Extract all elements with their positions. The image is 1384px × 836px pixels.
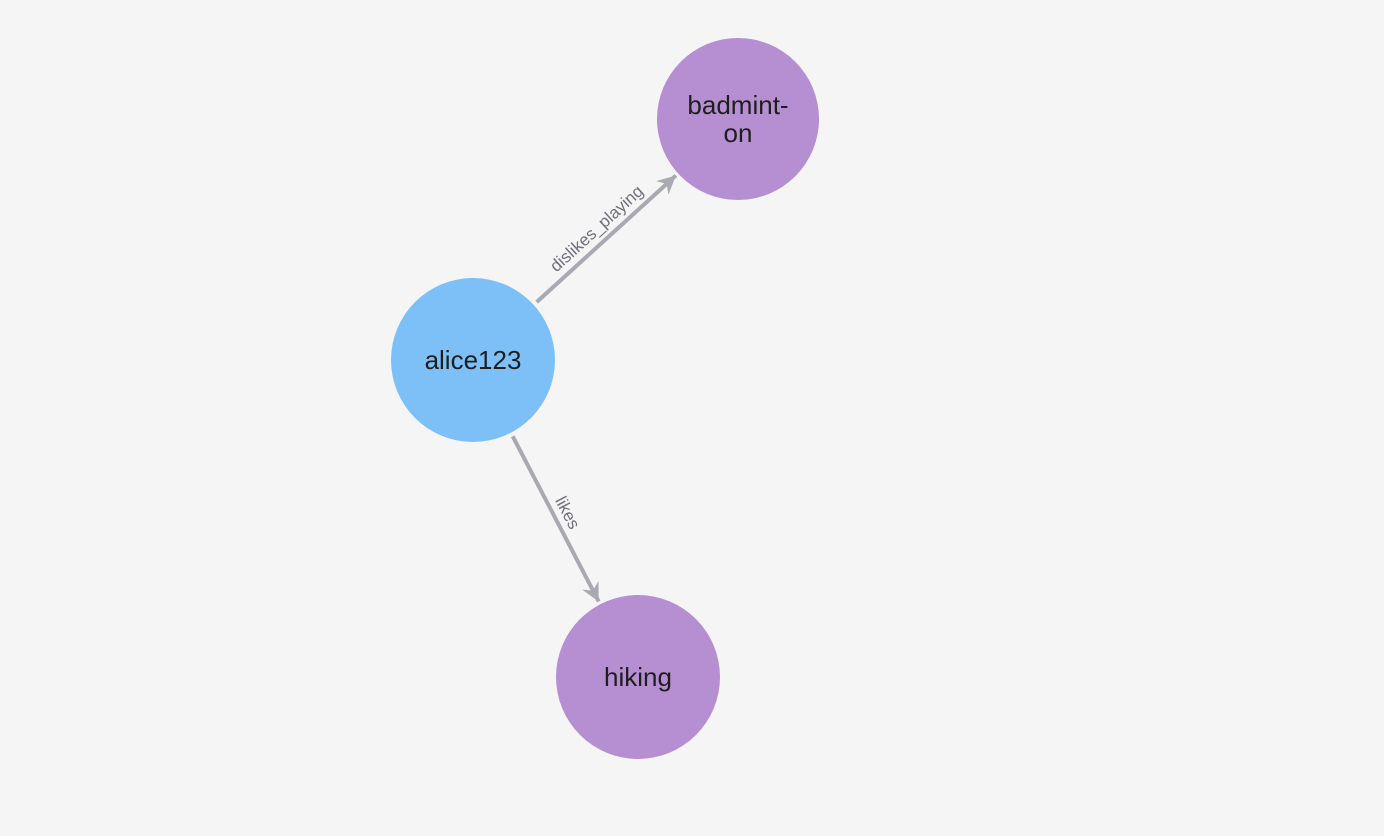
node-label: badmint- on — [687, 90, 789, 148]
node-label: hiking — [604, 662, 672, 692]
graph-node-badminton[interactable]: badmint- on — [657, 38, 819, 200]
edge-likes[interactable] — [510, 435, 601, 603]
edge-dislikes-playing[interactable] — [535, 174, 678, 304]
graph-node-hiking[interactable]: hiking — [556, 595, 720, 759]
graph-node-alice123[interactable]: alice123 — [391, 278, 555, 442]
node-label: alice123 — [424, 345, 522, 375]
